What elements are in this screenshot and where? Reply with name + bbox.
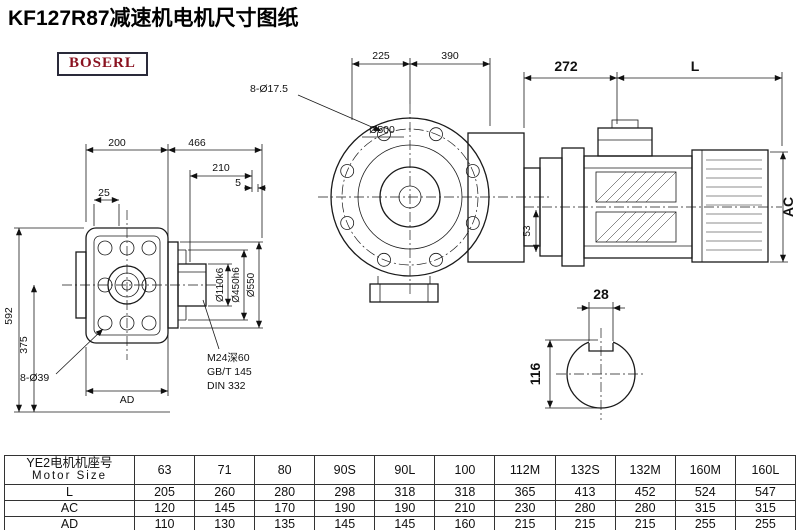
front-view: 200 466 210 5 25 592 375 8-Ø39 [3,137,266,413]
frame-size-column-header: 71 [194,455,256,485]
frame-size-column-header: 90S [314,455,376,485]
frame-size-column-header: 160M [674,455,736,485]
bolt-callout-8x39: 8-Ø39 [20,372,49,384]
value-cell: 280 [254,483,316,501]
dim-AC-label: AC [780,197,796,217]
value-cell: 280 [554,499,616,517]
value-cell: 215 [614,515,676,530]
frame-size-column-header: 90L [374,455,436,485]
thread-spec-line3: DIN 332 [207,380,246,392]
value-cell: 145 [314,515,376,530]
value-cell: 160 [434,515,496,530]
value-cell: 145 [374,515,436,530]
value-cell: 110 [133,515,196,530]
value-cell: 130 [194,515,256,530]
dim-592-label: 592 [3,307,15,325]
value-cell: 255 [734,515,797,530]
value-cell: 547 [734,483,797,501]
frame-size-column-header: 132M [614,455,676,485]
value-cell: 215 [494,515,556,530]
dia-450-label: Ø450h6 [231,267,242,303]
dim-L-label: L [691,58,700,74]
dim-375-label: 375 [18,336,30,354]
dim-210-label: 210 [212,162,230,174]
frame-size-column-header: 80 [254,455,316,485]
dia-110-label: Ø110k6 [215,267,226,302]
value-cell: 315 [674,499,736,517]
dim-200-label: 200 [108,137,126,149]
value-cell: 260 [194,483,256,501]
value-cell: 315 [734,499,797,517]
dim-225-label: 225 [372,50,390,62]
dim-116-label: 116 [527,362,543,385]
value-cell: 524 [674,483,736,501]
value-cell: 365 [494,483,556,501]
value-cell: 230 [494,499,556,517]
frame-size-column-header: 100 [434,455,496,485]
value-cell: 255 [674,515,736,530]
value-cell: 280 [614,499,676,517]
dim-390-label: 390 [441,50,459,62]
dim-28-label: 28 [593,286,609,302]
value-cell: 135 [254,515,316,530]
dim-25-label: 25 [98,187,110,199]
dia-550-label: Ø550 [246,272,257,297]
value-cell: 452 [614,483,676,501]
value-cell: 413 [554,483,616,501]
value-cell: 215 [554,515,616,530]
value-cell: 210 [434,499,496,517]
value-cell: 190 [374,499,436,517]
value-cell: 145 [194,499,256,517]
row-label: L [4,483,135,501]
value-cell: 205 [133,483,196,501]
motor-view: 272 L AC [523,58,796,267]
dim-466-label: 466 [188,137,206,149]
frame-size-column-header: 132S [554,455,616,485]
technical-drawing: 200 466 210 5 25 592 375 8-Ø39 [3,50,796,420]
dim-272-label: 272 [554,58,578,74]
dim-53-label: 53 [522,225,533,237]
frame-size-column-header: 160L [734,455,797,485]
thread-spec-line2: GB/T 145 [207,366,252,378]
thread-spec-line1: M24深60 [207,352,250,364]
row-label: AD [4,515,135,530]
dia-500-label: Ø500 [369,124,395,136]
frame-size-column-header: 63 [133,455,196,485]
value-cell: 190 [314,499,376,517]
row-label: AC [4,499,135,517]
value-cell: 170 [254,499,316,517]
dim-5-label: 5 [235,177,241,189]
value-cell: 318 [434,483,496,501]
value-cell: 120 [133,499,196,517]
value-cell: 298 [314,483,376,501]
dim-ad-label: AD [120,394,135,406]
side-view: Ø500 8-Ø17.5 225 390 53 [250,50,552,303]
shaft-section-view: 28 116 [527,286,646,420]
value-cell: 318 [374,483,436,501]
brand-logo: BOSERL [57,52,148,76]
bolt-callout-8x17: 8-Ø17.5 [250,83,288,95]
page-title: KF127R87减速机电机尺寸图纸 [8,7,299,30]
frame-size-column-header: 112M [494,455,556,485]
